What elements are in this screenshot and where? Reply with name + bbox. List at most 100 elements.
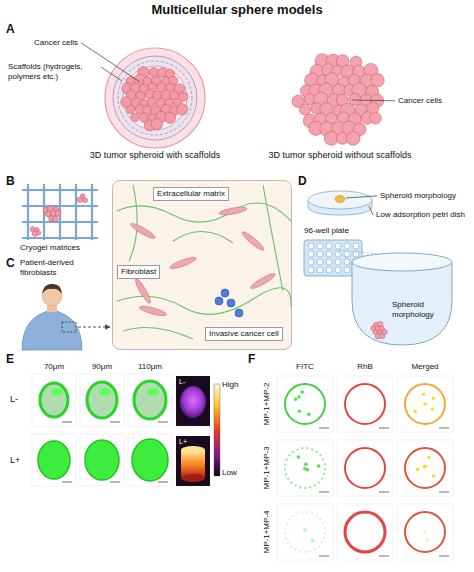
microscopy-panel xyxy=(80,434,124,486)
petri-dish xyxy=(308,191,372,209)
patient-figure xyxy=(22,310,82,350)
petri-dish xyxy=(308,191,372,215)
microscopy-panel xyxy=(311,539,315,543)
leader-line xyxy=(346,196,377,198)
3d-render xyxy=(181,446,205,454)
callout-label: Low adsorption petri dish xyxy=(376,210,465,220)
callout-label: Extracellular matrix xyxy=(153,187,229,201)
microscopy-panel xyxy=(337,376,393,432)
microscopy-panel xyxy=(397,440,453,496)
spheroid-with-scaffold xyxy=(105,48,205,148)
panel-letter: A xyxy=(6,22,15,36)
microscopy-panel xyxy=(40,383,68,417)
row-label: L+ xyxy=(10,455,20,466)
microscopy-panel xyxy=(337,504,393,560)
cryogel-grid xyxy=(22,184,98,240)
microscopy-panel xyxy=(307,413,311,417)
column-header: 90μm xyxy=(92,362,112,372)
microscopy-panel xyxy=(128,374,172,426)
spheroid-with-scaffold xyxy=(131,113,140,122)
microscopy-panel xyxy=(422,392,426,396)
ecm-fiber xyxy=(123,327,193,339)
microscopy-panel xyxy=(132,439,168,481)
well-plate xyxy=(308,267,314,273)
callout-label: Spheroid morphology xyxy=(380,191,456,201)
spheroid-with-scaffold xyxy=(105,48,205,148)
well-plate xyxy=(317,243,323,249)
microscopy-panel xyxy=(319,555,329,556)
well-plate xyxy=(344,243,350,249)
well-plate xyxy=(326,243,332,249)
microscopy-panel xyxy=(405,384,445,424)
panel-letter: C xyxy=(6,256,15,270)
caption-label: Patient-derived fibroblasts xyxy=(20,258,110,277)
caption-label: Cryogel matrices xyxy=(20,243,80,253)
leader-line xyxy=(101,67,122,81)
cancer-cluster xyxy=(221,289,229,297)
microscopy-panel xyxy=(304,462,308,466)
fibroblast-cell xyxy=(129,221,156,240)
spheroid-with-scaffold xyxy=(147,98,156,107)
cryogel-grid xyxy=(75,184,77,240)
microscopy-panel xyxy=(51,388,63,396)
patient-figure xyxy=(78,327,110,328)
zoomed-well xyxy=(352,262,452,345)
microscopy-panel xyxy=(277,376,453,560)
microscopy-panel xyxy=(32,374,76,426)
cryogel-grid xyxy=(91,184,93,240)
microscopy-panel xyxy=(85,440,119,480)
spheroid-without-scaffold xyxy=(371,73,384,86)
microscopy-panel xyxy=(277,376,333,432)
patient-figure xyxy=(42,284,62,294)
zoomed-well xyxy=(371,321,387,338)
ecm-fiber xyxy=(173,231,233,243)
spheroid-with-scaffold xyxy=(151,118,162,129)
microscopy-panel xyxy=(439,555,449,556)
fibroblast-cell xyxy=(133,277,152,304)
microscopy-panel xyxy=(62,481,72,482)
microscopy-panel xyxy=(423,465,427,469)
fibroblast-cell xyxy=(240,230,265,253)
row-label: MP-1+MP-4 xyxy=(262,511,272,554)
well-plate xyxy=(317,259,323,265)
microscopy-panel xyxy=(397,504,453,560)
figure-title: Multicellular sphere models xyxy=(151,2,322,18)
illustration-panel: Extracellular matrixFibroblastInvasive c… xyxy=(112,180,292,350)
microscopy-panel xyxy=(285,512,325,552)
microscopy-panel xyxy=(158,421,168,422)
patient-figure xyxy=(62,322,76,332)
well-plate xyxy=(326,259,332,265)
microscopy-panel xyxy=(345,384,385,424)
spheroid-with-scaffold xyxy=(165,112,176,123)
microscopy-panel xyxy=(80,374,124,426)
3d-render xyxy=(176,376,210,426)
microscopy-panel xyxy=(432,474,436,478)
cryogel-grid xyxy=(27,184,29,240)
well-plate xyxy=(335,259,341,265)
well-plate xyxy=(308,251,314,257)
image-tag: L+ xyxy=(179,438,187,446)
microscopy-panel xyxy=(405,448,445,488)
well-plate xyxy=(317,267,323,273)
well-plate xyxy=(308,259,314,265)
microscopy-panel xyxy=(134,381,166,419)
callout-label: Cancer cells xyxy=(398,96,442,106)
leader-line xyxy=(81,43,140,82)
cancer-cluster xyxy=(227,299,235,307)
well-plate xyxy=(353,243,359,249)
well-plate xyxy=(344,251,350,257)
microscopy-panel xyxy=(110,421,120,422)
microscopy-panel xyxy=(317,464,321,468)
spheroid-with-scaffold xyxy=(123,66,187,130)
row-label: MP-1+MP-3 xyxy=(262,447,272,490)
spheroid-without-scaffold xyxy=(292,54,384,146)
cell-cluster xyxy=(36,231,41,236)
spheroid-without-scaffold xyxy=(346,131,360,145)
spheroid-with-scaffold xyxy=(118,61,192,135)
spheroid-without-scaffold xyxy=(299,104,310,115)
well-plate xyxy=(308,243,359,273)
microscopy-panel xyxy=(416,468,420,472)
column-header: Merged xyxy=(411,362,438,372)
microscopy-panel xyxy=(405,512,445,552)
